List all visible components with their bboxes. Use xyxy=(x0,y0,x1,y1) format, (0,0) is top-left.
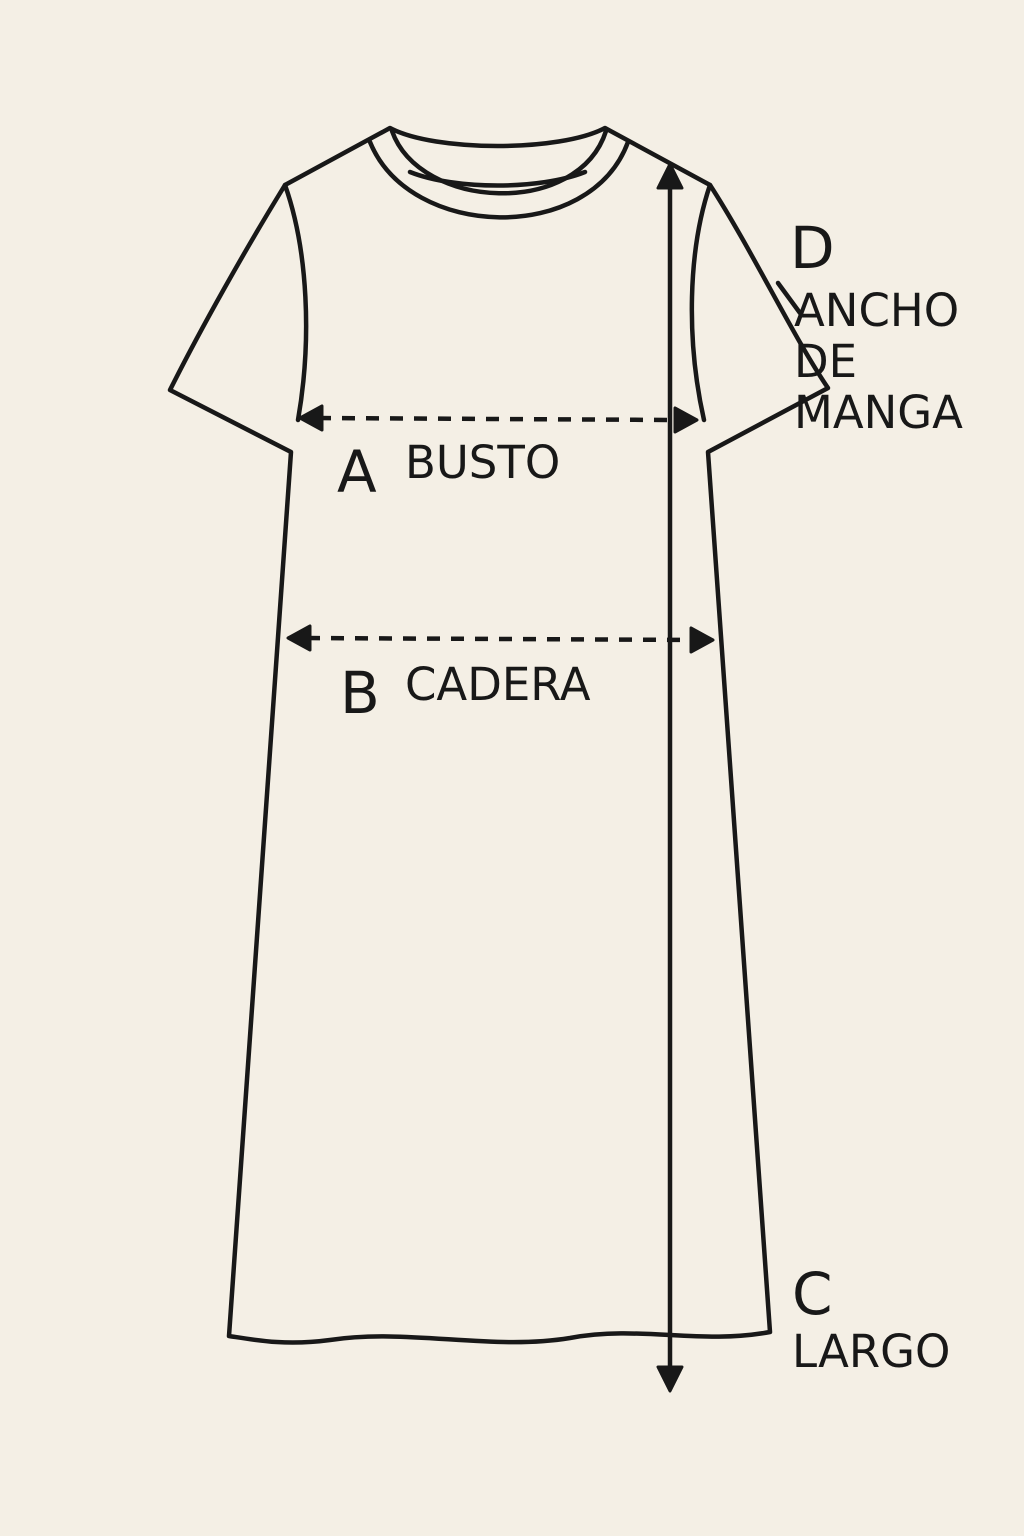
measurement-d-label: ANCHO DE MANGA xyxy=(794,284,963,439)
measurement-a-letter: A xyxy=(337,438,377,506)
left-sleeve-seam xyxy=(282,182,309,423)
largo-bottom-arrowhead xyxy=(656,1365,684,1393)
measurement-d-letter: D xyxy=(790,214,835,282)
neckline-inner xyxy=(389,128,609,196)
measurement-c-letter: C xyxy=(792,1260,833,1328)
busto-right-arrowhead xyxy=(673,406,699,434)
right-sleeve-seam xyxy=(689,182,713,423)
largo-top-arrowhead xyxy=(656,162,684,190)
dress-outline xyxy=(167,125,831,1345)
measurement-b-label: CADERA xyxy=(405,658,591,711)
measurement-a-label: BUSTO xyxy=(405,436,561,489)
ancho-de-manga-pointer xyxy=(775,280,803,316)
neckline-outer xyxy=(367,139,631,220)
busto-measure-line xyxy=(317,415,677,423)
measurement-c-label: LARGO xyxy=(792,1325,951,1378)
cadera-right-arrowhead xyxy=(689,626,715,654)
cadera-measure-line xyxy=(306,635,695,643)
busto-left-arrowhead xyxy=(298,404,324,432)
neckline-rib xyxy=(407,169,588,188)
measurement-b-letter: B xyxy=(340,659,380,727)
cadera-left-arrowhead xyxy=(286,624,312,652)
